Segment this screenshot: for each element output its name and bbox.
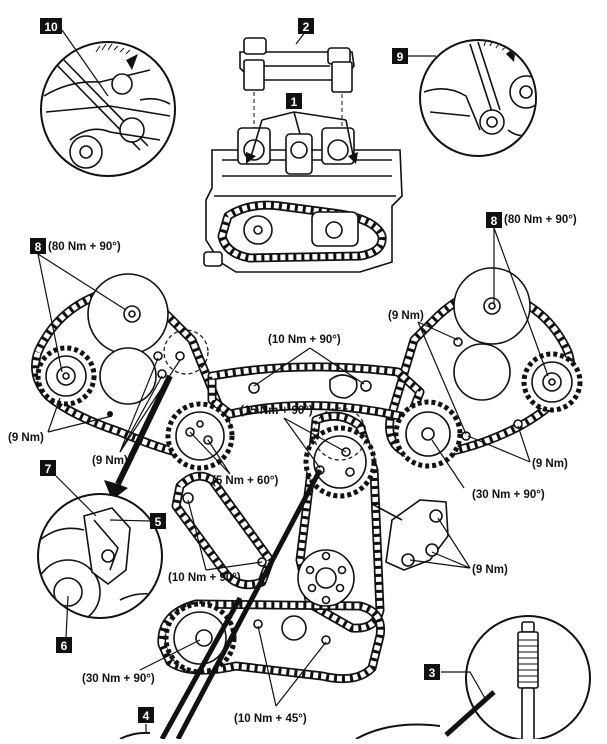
- callout-8-right: 8: [486, 212, 502, 228]
- svg-text:8: 8: [491, 214, 498, 228]
- svg-text:7: 7: [45, 462, 52, 476]
- callout-3: 3: [424, 664, 440, 680]
- callout-4: 4: [138, 707, 154, 723]
- torque-cam-left: (80 Nm + 90°): [48, 241, 121, 253]
- timing-drive: [31, 267, 583, 684]
- torque-idler-right: (30 Nm + 90°): [472, 489, 545, 501]
- svg-text:5: 5: [155, 515, 162, 529]
- callout-6: 6: [56, 637, 72, 653]
- leader-lines: [37, 29, 549, 733]
- torque-guide-top: (10 Nm + 90°): [268, 334, 341, 346]
- svg-text:3: 3: [429, 666, 436, 680]
- torque-guide-bottom: (10 Nm + 45°): [234, 713, 307, 725]
- locking-pin-tool: [441, 615, 591, 741]
- inset-detail-9: [419, 39, 537, 157]
- callout-5: 5: [150, 513, 166, 529]
- callout-10: 10: [40, 18, 62, 34]
- svg-text:6: 6: [61, 639, 68, 653]
- torque-idler-center: (15 Nm + 90°): [240, 405, 313, 417]
- callout-badges: 10 2 9 1 8 8 7 5: [30, 18, 502, 723]
- svg-text:8: 8: [35, 240, 42, 254]
- torque-9-left-mid: (9 Nm): [92, 455, 128, 467]
- torque-labels: (80 Nm + 90°) (80 Nm + 90°) (9 Nm) (9 Nm…: [8, 214, 577, 725]
- callout-9: 9: [392, 48, 408, 64]
- cylinder-head-illustration: [203, 37, 403, 273]
- svg-text:2: 2: [303, 20, 310, 34]
- torque-9-lower-right: (9 Nm): [472, 564, 508, 576]
- svg-text:10: 10: [44, 20, 58, 34]
- torque-cam-right: (80 Nm + 90°): [504, 214, 577, 226]
- torque-guide-lower-left: (10 Nm + 90°): [168, 572, 241, 584]
- tool-4-inset-edge: [119, 690, 496, 740]
- callout-7: 7: [40, 460, 56, 476]
- torque-9-right-bottom: (9 Nm): [532, 458, 568, 470]
- torque-9-left-bottom: (9 Nm): [8, 432, 44, 444]
- inset-detail-5-6-7: [37, 493, 163, 619]
- callout-8-left: 8: [30, 238, 46, 254]
- torque-crank-idler: (30 Nm + 90°): [82, 673, 155, 685]
- torque-idler-left: (5 Nm + 60°): [212, 475, 278, 487]
- callout-1: 1: [286, 93, 302, 109]
- svg-text:4: 4: [143, 709, 150, 723]
- svg-text:9: 9: [397, 50, 404, 64]
- callout-2: 2: [298, 18, 314, 34]
- torque-9-right-top: (9 Nm): [388, 310, 424, 322]
- inset-detail-10: [40, 41, 176, 177]
- svg-text:1: 1: [291, 95, 298, 109]
